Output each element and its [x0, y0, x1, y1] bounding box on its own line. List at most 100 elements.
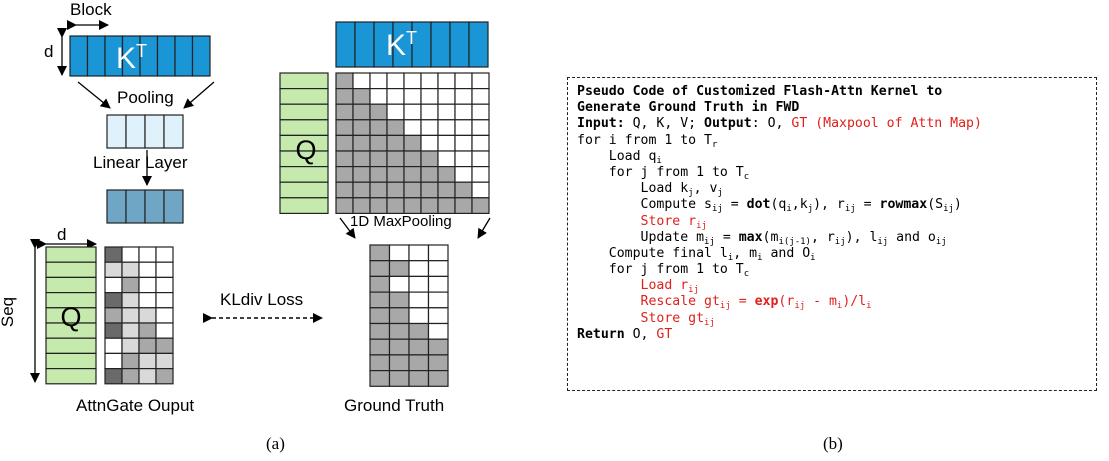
attnmap-cell [335, 181, 354, 199]
maxpool-arrow-right [477, 217, 491, 239]
attnmap-cell [386, 134, 405, 152]
ground-truth-cell [427, 322, 449, 340]
code-token: Load q [577, 148, 657, 164]
code-token: - m [805, 294, 837, 310]
attngate-cell [138, 352, 157, 370]
code-token: i(j-1) [778, 236, 811, 247]
attnmap-cell [471, 119, 490, 137]
code-line: Load qi [577, 148, 1096, 166]
code-token: Load k [577, 181, 689, 197]
code-line: Store gtij [577, 311, 1096, 328]
code-token: and O [762, 245, 811, 261]
pseudo-code-box: Pseudo Code of Customized Flash-Attn Ker… [567, 77, 1097, 391]
kt-label-left: KT [116, 41, 147, 75]
attngate-cell [121, 261, 140, 279]
q-vector-left [45, 246, 97, 385]
attngate-cell [138, 276, 157, 294]
ground-truth-cell [369, 338, 391, 356]
ground-truth-cell [388, 322, 410, 340]
q-left-cell [45, 337, 97, 355]
ground-truth-cell [369, 322, 391, 340]
ground-truth-cell [369, 370, 391, 387]
attnmap-cell [420, 119, 439, 137]
code-token: exp [754, 294, 779, 310]
code-token: j [688, 188, 694, 199]
code-line: Return O, GT [577, 327, 1096, 343]
ground-truth-cell [408, 307, 430, 325]
q-right-cell [279, 197, 329, 215]
attngate-cell [104, 307, 123, 324]
code-token: i [810, 252, 816, 263]
code-token: ij [943, 204, 954, 215]
code-token: )/l [842, 294, 867, 310]
attngate-cell [121, 276, 140, 294]
attnmap-cell [437, 103, 456, 121]
code-token: Compute final l [577, 245, 728, 261]
code-token: , m [733, 245, 758, 261]
attnmap-cell [471, 134, 490, 152]
attngate-cell [138, 307, 157, 324]
attngate-label: AttnGate Ouput [76, 396, 194, 415]
ground-truth-cell [388, 291, 410, 309]
ground-truth-label: Ground Truth [344, 396, 444, 415]
kt-left-cell [69, 35, 89, 77]
ground-truth-cell [369, 354, 391, 372]
code-token: max [738, 229, 763, 245]
attnmap-cell [454, 150, 473, 168]
code-token: j [717, 188, 723, 199]
attnmap-cell [369, 181, 388, 199]
attnmap-cell [335, 103, 354, 121]
code-token: (r [778, 294, 795, 310]
attnmap-cell [403, 119, 422, 137]
attnmap-cell [420, 134, 439, 152]
attngate-cell [138, 261, 157, 279]
attnmap-cell [352, 181, 371, 199]
code-token: ij [704, 317, 715, 328]
ground-truth-cell [408, 322, 430, 340]
code-token: (m [762, 229, 779, 245]
pooled-cell [144, 114, 165, 149]
code-token: i [836, 301, 843, 312]
kt-right-cell [468, 21, 489, 68]
attnmap-cell [471, 72, 490, 90]
kt-left-cell [174, 35, 194, 77]
ground-truth-cell [408, 260, 430, 278]
code-line: Compute sij = dot(qi,kj), rij = rowmax(S… [577, 197, 1096, 215]
attnmap-cell [386, 119, 405, 137]
attngate-cell [138, 368, 157, 385]
code-token: c [743, 269, 750, 280]
code-token: Pseudo Code of Customized Flash-Attn Ker… [577, 84, 943, 99]
attnmap-cell [403, 103, 422, 121]
ground-truth-grid [369, 244, 449, 387]
attnmap-cell [386, 166, 405, 183]
kt-left-cell [86, 35, 106, 77]
code-token: Generate Ground Truth in FWD [577, 100, 800, 116]
ground-truth-cell [388, 354, 410, 372]
q-left-cell [45, 352, 97, 370]
code-token: ij [704, 236, 715, 247]
code-token: Load r [577, 278, 689, 294]
code-token: i [866, 301, 872, 312]
attnmap-cell [352, 103, 371, 121]
attngate-cell [121, 368, 140, 385]
q-left-cell [45, 261, 97, 279]
attngate-cell [155, 246, 174, 263]
ground-truth-cell [408, 244, 430, 262]
attnmap-cell [420, 181, 439, 199]
linear-out-cell [106, 189, 127, 224]
q-right-cell [279, 87, 329, 105]
attnmap-cell [403, 87, 422, 105]
attnmap-cell [352, 197, 371, 215]
attngate-cell [155, 261, 174, 279]
pooled-cell [163, 114, 184, 149]
code-token: Store r [577, 213, 697, 229]
attnmap-cell [454, 197, 473, 215]
attngate-cell [155, 322, 174, 339]
attnmap-cell [454, 181, 473, 199]
attngate-grid [104, 246, 174, 385]
code-token: ), r [813, 197, 845, 213]
linear-out-cell [163, 189, 184, 224]
attnmap-cell [369, 134, 388, 152]
code-token: (q [770, 197, 787, 213]
seq-label: Seq [0, 297, 17, 327]
